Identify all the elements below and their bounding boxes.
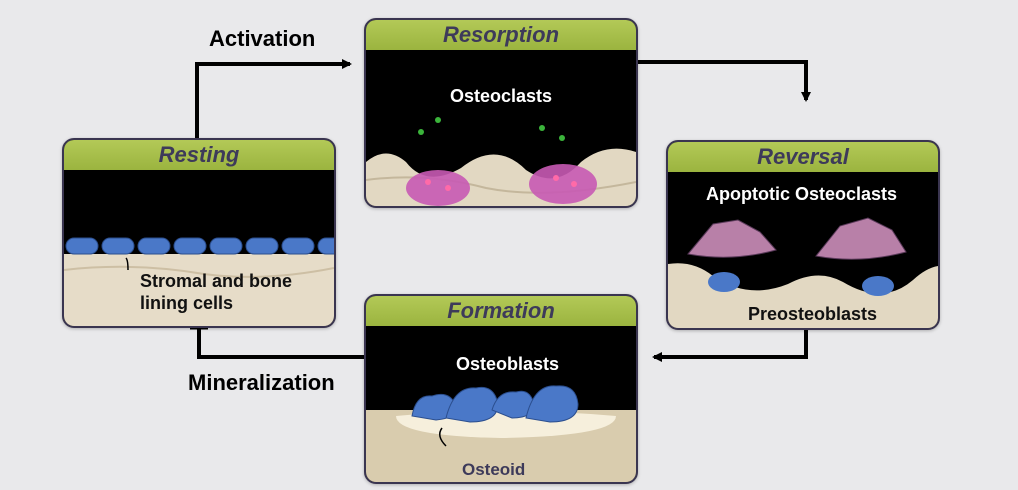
osteoclast-2 <box>529 164 597 204</box>
reversal-illustration: Apoptotic Osteoclasts Preosteoblasts <box>668 172 938 328</box>
preosteoblast-1 <box>708 272 740 292</box>
resorption-title: Resorption <box>366 20 636 50</box>
preosteoblasts-label: Preosteoblasts <box>748 304 878 324</box>
stromal-cells-label-line2: lining cells <box>140 293 234 313</box>
reversal-title: Reversal <box>668 142 938 172</box>
apoptotic-osteoclasts-label: Apoptotic Osteoclasts <box>706 184 898 204</box>
resorption-to-reversal-arrow <box>634 60 811 102</box>
formation-panel: Formation Osteoblasts Osteoid <box>364 294 638 484</box>
osteoid-label: Osteoid <box>462 460 526 479</box>
mineralization-label: Mineralization <box>188 370 335 395</box>
resting-illustration: Stromal and bone lining cells <box>64 170 334 326</box>
resting-panel: Resting Stromal and bone lining cells <box>62 138 336 328</box>
osteoclasts-label: Osteoclasts <box>450 86 553 106</box>
activation-label: Activation <box>209 26 316 51</box>
resorption-panel: Resorption Osteoclasts <box>364 18 638 208</box>
osteoclast-1 <box>406 170 470 206</box>
apoptotic-osteoclasts <box>687 217 907 260</box>
reversal-panel: Reversal Apoptotic Osteoclasts Preosteob… <box>666 140 940 330</box>
reversal-to-formation-arrow <box>652 328 808 362</box>
activation-arrow <box>195 59 352 142</box>
stromal-cells-label-line1: Stromal and bone <box>140 271 293 291</box>
resting-title: Resting <box>64 140 334 170</box>
formation-illustration: Osteoblasts Osteoid <box>366 326 636 482</box>
preosteoblast-2 <box>862 276 894 296</box>
resorption-illustration: Osteoclasts <box>366 50 636 206</box>
mineralization-arrow <box>197 328 364 359</box>
stromal-cells-label: Stromal and bone lining cells <box>140 270 292 314</box>
osteoblasts <box>411 385 579 423</box>
osteoblasts-label: Osteoblasts <box>456 354 560 374</box>
formation-title: Formation <box>366 296 636 326</box>
lining-cells <box>65 237 334 255</box>
